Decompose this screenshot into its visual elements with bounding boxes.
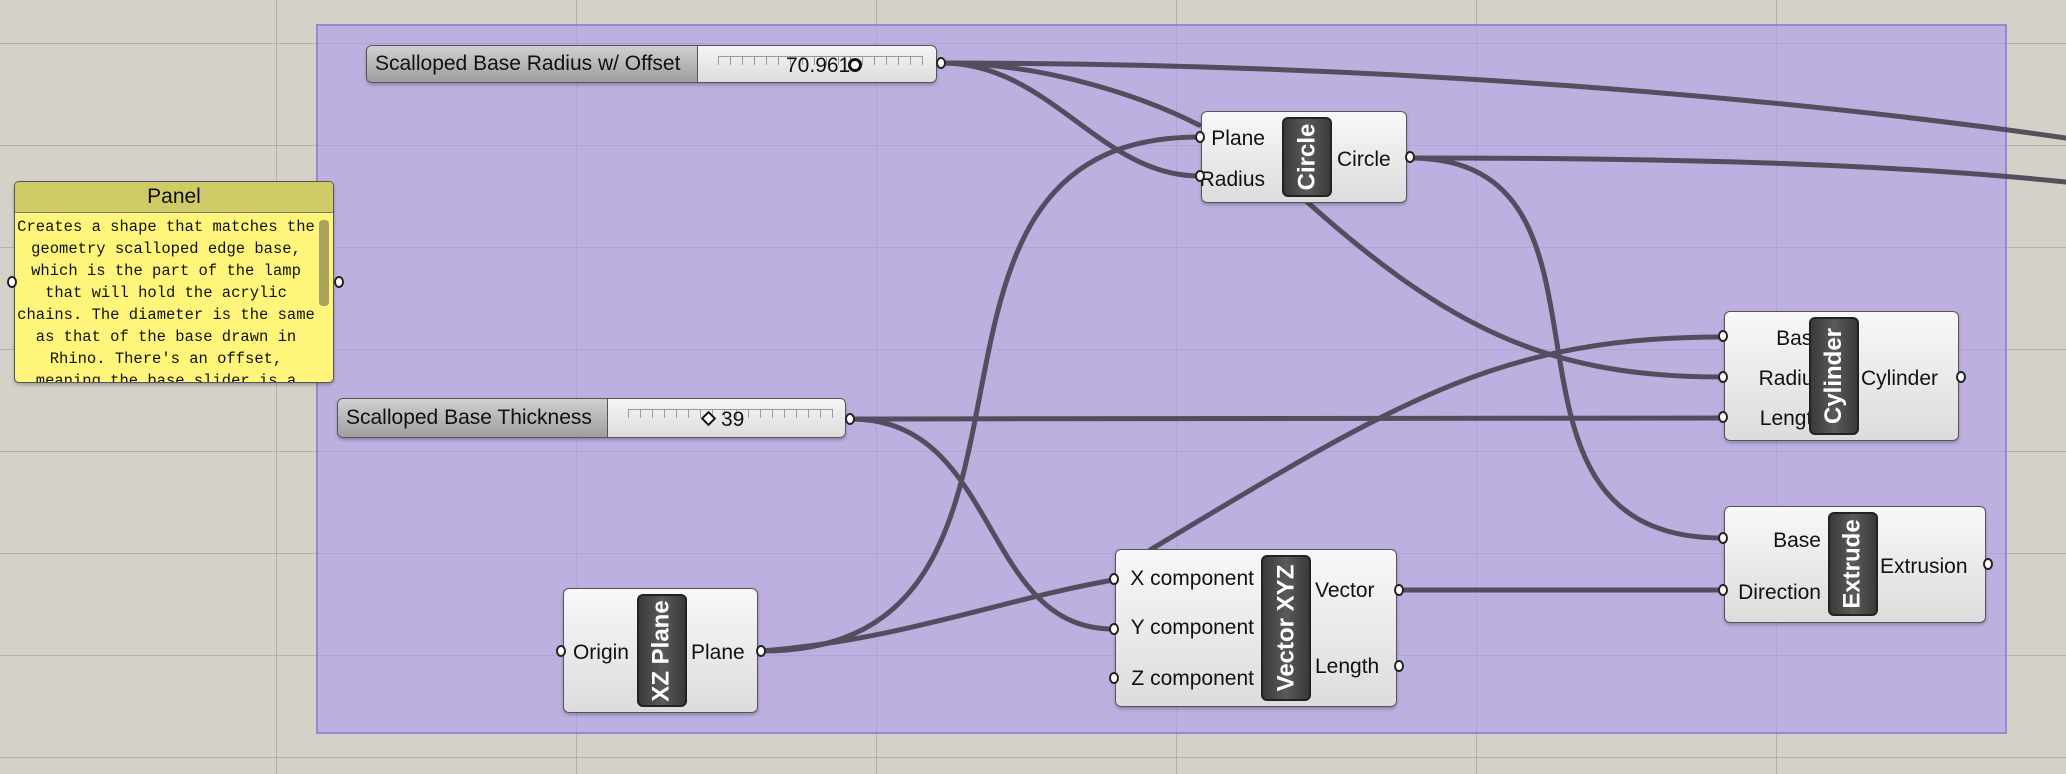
vector-output-port[interactable] — [1394, 584, 1404, 596]
wire-radius-to-circle-radius — [939, 60, 1202, 179]
circle-input-plane: Plane — [1211, 127, 1265, 150]
radius-slider[interactable]: Scalloped Base Radius w/ Offset 70.961 — [366, 45, 937, 83]
wire-plane-to-circle-plane — [759, 134, 1202, 654]
radius-slider-value: 70.961 — [786, 54, 851, 77]
panel-output-port[interactable] — [334, 276, 344, 288]
cylinder-output-port[interactable] — [1956, 371, 1966, 383]
extrude-output-port[interactable] — [1983, 558, 1993, 570]
extrude-base-port[interactable] — [1718, 532, 1728, 544]
extrude-output-extrusion: Extrusion — [1880, 555, 1968, 578]
circle-nickname[interactable]: Circle — [1282, 117, 1332, 197]
radius-slider-ticks — [718, 56, 923, 67]
extrude-nickname[interactable]: Extrude — [1828, 512, 1878, 616]
circle-output-port[interactable] — [1405, 151, 1415, 163]
vector-y-port[interactable] — [1109, 623, 1119, 635]
vector-input-x: X component — [1130, 567, 1254, 590]
vector-x-port[interactable] — [1109, 573, 1119, 585]
wire-vector-to-cylinder-base — [1147, 334, 1725, 553]
extrude-direction-port[interactable] — [1718, 584, 1728, 596]
wire-radius-to-circle-plane — [939, 60, 1202, 128]
text-panel[interactable]: Panel Creates a shape that matches the g… — [14, 181, 334, 383]
circle-radius-port[interactable] — [1195, 170, 1205, 182]
extrude-component[interactable]: Base Direction Extrude Extrusion — [1724, 506, 1986, 623]
vector-xyz-component[interactable]: X component Y component Z component Vect… — [1115, 549, 1397, 707]
extrude-input-direction: Direction — [1738, 581, 1821, 604]
wire-radius-to-offscreen-1 — [939, 60, 2066, 141]
radius-slider-track[interactable]: 70.961 — [698, 46, 936, 82]
xz-plane-nickname[interactable]: XZ Plane — [637, 594, 687, 707]
cylinder-input-radius: Radius — [1758, 367, 1824, 390]
xzplane-origin-port[interactable] — [556, 645, 566, 657]
panel-title: Panel — [15, 182, 333, 213]
vector-output-length: Length — [1315, 655, 1380, 678]
circle-plane-port[interactable] — [1195, 131, 1205, 143]
wire-thickness-to-vector-y — [848, 416, 1116, 632]
vector-z-port[interactable] — [1109, 672, 1119, 684]
circle-input-radius: Radius — [1199, 168, 1265, 191]
cylinder-radius-port[interactable] — [1718, 371, 1728, 383]
cylinder-component[interactable]: Base Radius Length Cylinder Cylinder — [1724, 311, 1959, 441]
radius-slider-name: Scalloped Base Radius w/ Offset — [367, 46, 698, 82]
radius-slider-knob[interactable] — [848, 58, 862, 72]
circle-output-circle: Circle — [1337, 148, 1391, 171]
wire-radius-to-cylinder-radius — [1302, 197, 1725, 380]
thickness-slider-ticks — [628, 409, 833, 420]
vector-xyz-nickname[interactable]: Vector XYZ — [1261, 555, 1311, 701]
vector-output-vector: Vector — [1315, 579, 1375, 602]
thickness-slider-name: Scalloped Base Thickness — [338, 399, 608, 437]
panel-input-port[interactable] — [7, 276, 17, 288]
vector-input-z: Z component — [1131, 667, 1254, 690]
cylinder-base-port[interactable] — [1718, 330, 1728, 342]
vector-input-y: Y component — [1130, 616, 1254, 639]
radius-slider-output-port[interactable] — [936, 57, 946, 69]
xzplane-input-origin: Origin — [572, 641, 629, 664]
xzplane-output-port[interactable] — [756, 645, 766, 657]
cylinder-output-cylinder: Cylinder — [1861, 367, 1939, 390]
cylinder-length-port[interactable] — [1718, 411, 1728, 423]
wire-circle-to-extrude-base — [1407, 155, 1725, 541]
cylinder-nickname[interactable]: Cylinder — [1809, 317, 1859, 435]
thickness-slider[interactable]: Scalloped Base Thickness 39 — [337, 398, 846, 438]
xz-plane-component[interactable]: Origin XZ Plane Plane — [563, 588, 758, 713]
length-output-port[interactable] — [1394, 660, 1404, 672]
extrude-input-base: Base — [1773, 529, 1821, 552]
wire-thickness-to-cylinder-length — [848, 414, 1725, 422]
thickness-slider-track[interactable]: 39 — [608, 399, 845, 437]
wire-plane-to-vector-x — [759, 577, 1116, 654]
xzplane-output-plane: Plane — [691, 641, 745, 664]
circle-component[interactable]: Plane Radius Circle Circle — [1199, 111, 1407, 203]
cylinder-input-length: Length — [1759, 407, 1824, 430]
wire-circle-to-offscreen-2 — [1407, 155, 2066, 185]
panel-text: Creates a shape that matches the geometr… — [17, 218, 315, 383]
panel-scrollbar[interactable] — [319, 220, 329, 306]
thickness-slider-output-port[interactable] — [845, 413, 855, 425]
thickness-slider-value: 39 — [721, 408, 745, 431]
